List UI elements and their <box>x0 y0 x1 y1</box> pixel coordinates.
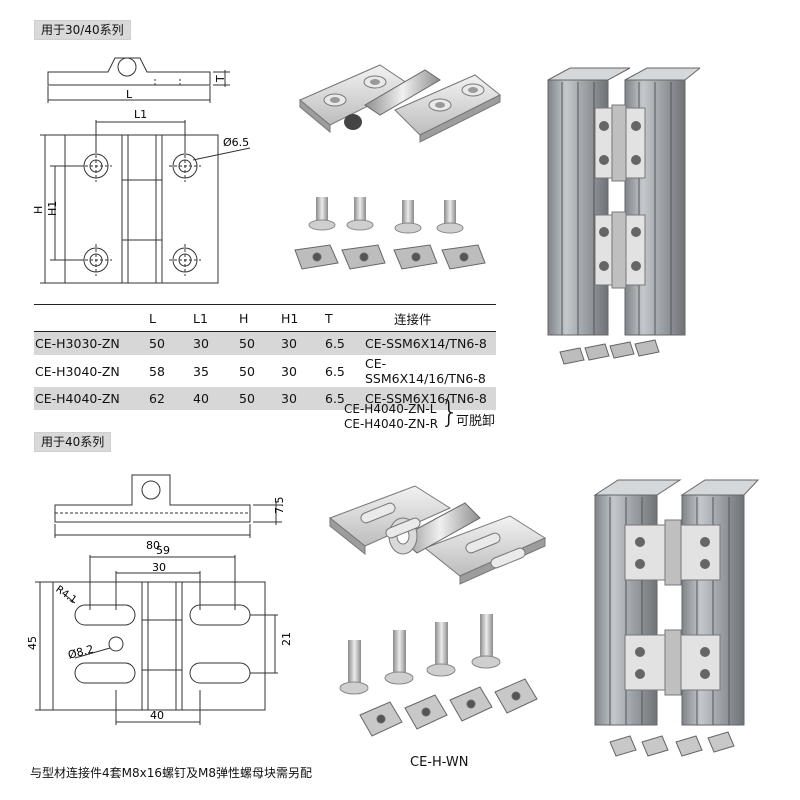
dim-T-label: T <box>214 75 227 83</box>
dim-30-label: 30 <box>152 561 166 574</box>
dim-hole-label: Ø8.2 <box>67 642 96 661</box>
dim-L-label: L <box>126 88 133 101</box>
cell-T: 6.5 <box>324 387 364 410</box>
cell-H: 50 <box>239 363 255 379</box>
cell-L: 58 <box>149 363 165 379</box>
cell-H1: 30 <box>280 387 324 410</box>
detachable-note: 可脱卸 <box>456 414 496 429</box>
cell-L1: 40 <box>192 387 238 410</box>
section-label-40: 用于40系列 <box>34 432 112 452</box>
cell-model: CE-H3030-ZN <box>34 331 148 355</box>
dim-length-label: 80 <box>146 539 160 552</box>
cell-H1: 30 <box>280 331 324 355</box>
spec-table: L L1 H H1 T 连接件 CE-H3030-ZN 50 30 50 30 … <box>34 304 496 410</box>
detachable-models: CE-H4040-ZN-L CE-H4040-ZN-R <box>344 402 438 432</box>
dim-40-label: 40 <box>150 709 164 722</box>
cell-connector: CE-SSM6X14/TN6-8 <box>364 331 496 355</box>
dim-45-label: 45 <box>26 636 39 650</box>
header-connector: 连接件 <box>364 304 496 332</box>
header-H: H <box>238 304 280 332</box>
top-screws-and-nuts-image <box>294 197 486 270</box>
header-T: T <box>324 304 364 332</box>
screws <box>308 197 464 234</box>
cell-L1: 30 <box>192 331 238 355</box>
dim-H1-label: H1 <box>46 201 59 216</box>
top-hinge-3d-image <box>299 64 501 143</box>
section-label-30-40: 用于30/40系列 <box>34 20 131 40</box>
cell-connector: CE-SSM6X16/TN6-8 <box>364 387 496 410</box>
cell-H1: 30 <box>281 363 297 379</box>
table-row: CE-H3040-ZN 58 35 50 30 6.5 CE-SSM6X14/1… <box>34 355 496 387</box>
cell-H: 50 <box>238 331 280 355</box>
top-front-view <box>40 120 251 284</box>
cell-L: 62 <box>148 387 192 410</box>
table-row: CE-H4040-ZN 62 40 50 30 6.5 CE-SSM6X16/T… <box>34 387 496 410</box>
bottom-model-label: CE-H-WN <box>410 755 469 770</box>
spec-table-header: L L1 H H1 T 连接件 <box>34 304 496 332</box>
table-row: CE-H3030-ZN 50 30 50 30 6.5 CE-SSM6X14/T… <box>34 331 496 355</box>
dim-L1-label: L1 <box>134 108 147 121</box>
header-H1: H1 <box>280 304 324 332</box>
header-model <box>34 304 148 332</box>
header-L: L <box>148 304 192 332</box>
dim-thickness-label: 7.5 <box>273 497 286 515</box>
top-side-view <box>47 57 230 103</box>
cell-model: CE-H3040-ZN <box>35 363 120 379</box>
brace-icon: } <box>440 395 460 430</box>
cell-L: 50 <box>148 331 192 355</box>
bottom-hinge-drawing: 7.5 80 59 30 R4.1 Ø8.2 45 21 40 <box>26 474 293 725</box>
model-left: CE-H4040-ZN-L <box>344 402 437 416</box>
cell-H: 50 <box>238 387 280 410</box>
bottom-assembly-image <box>593 479 760 757</box>
cell-connector: CE-SSM6X14/16/TN6-8 <box>365 356 486 386</box>
t-nuts <box>359 678 538 737</box>
bottom-screws-and-nuts-image <box>339 614 538 737</box>
cell-T: 6.5 <box>324 331 364 355</box>
top-hinge-drawing: L T L1 Ø6.5 H H1 <box>32 57 251 284</box>
bottom-hinge-3d-image <box>329 485 547 585</box>
top-assembly-image <box>547 67 700 365</box>
cell-L1: 35 <box>193 363 209 379</box>
cell-model: CE-H4040-ZN <box>34 387 148 410</box>
footnote: 与型材连接件4套M8x16螺钉及M8弹性螺母块需另配 <box>30 766 312 780</box>
dim-59-label: 59 <box>156 544 170 557</box>
screws <box>339 614 501 695</box>
t-nuts <box>294 244 486 270</box>
model-right: CE-H4040-ZN-R <box>344 417 439 431</box>
dim-H-label: H <box>32 206 45 214</box>
cell-T: 6.5 <box>325 363 345 379</box>
header-L1: L1 <box>192 304 238 332</box>
dim-hole-label: Ø6.5 <box>223 136 249 149</box>
dim-21-label: 21 <box>280 632 293 646</box>
